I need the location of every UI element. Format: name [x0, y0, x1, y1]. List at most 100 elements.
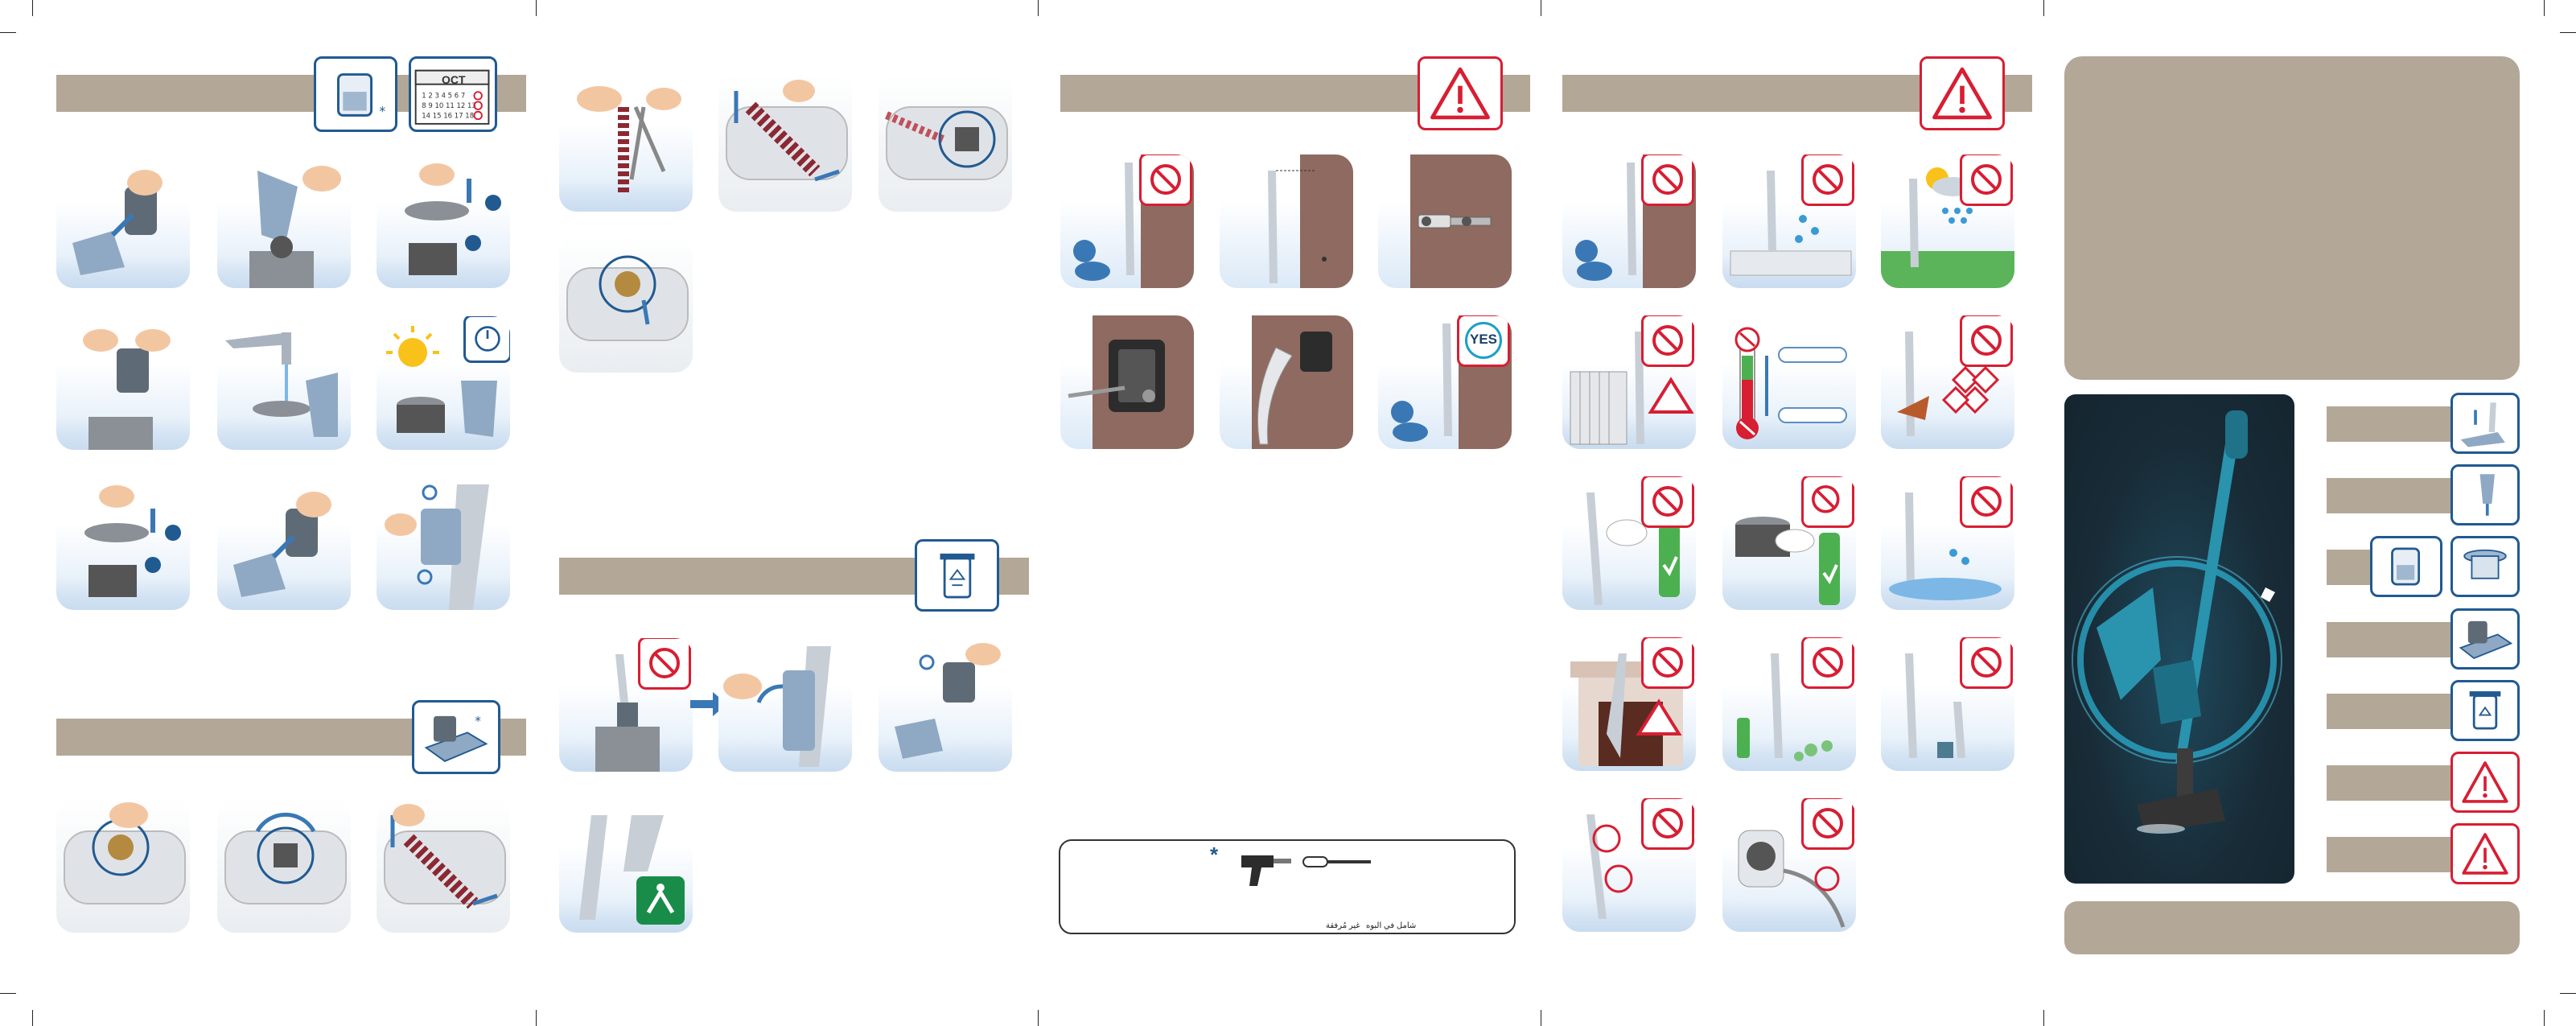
warning-tile-correct-mount: YES [1378, 315, 1512, 449]
crop-mark [2043, 1010, 2044, 1026]
yes-badge-icon: YES [1457, 315, 1510, 367]
recycle-point-icon [636, 876, 685, 925]
prohibited-icon [1641, 637, 1694, 689]
brush-head-icon [2450, 608, 2520, 670]
floor-head-icon: * [412, 700, 500, 774]
step-tile-separate-parts [879, 638, 1012, 772]
crop-mark [536, 1010, 537, 1026]
hazard-tile-children [1562, 155, 1696, 288]
step-tile-refit-filter [56, 476, 190, 610]
step-tile-rinse-filter [217, 316, 351, 450]
step-tile-open-head [217, 799, 351, 933]
hazard-tile-radiator-heat [1562, 315, 1696, 449]
warning-legend-icon [2450, 752, 2520, 813]
crop-mark [2560, 993, 2576, 994]
prohibited-icon [1960, 476, 2013, 528]
prohibited-icon [1641, 476, 1694, 528]
filter-icon [2450, 536, 2520, 597]
prohibited-icon [1801, 637, 1854, 689]
prohibited-icon [1139, 155, 1192, 206]
svg-text:8 9 10 11 12 13: 8 9 10 11 12 13 [422, 102, 476, 110]
handheld-icon [2450, 464, 2520, 525]
prohibited-icon [1641, 155, 1694, 206]
warning-tile-screw-bracket [1060, 315, 1194, 449]
legend-band-recycle [2327, 694, 2451, 729]
notice-asterisk: * [1210, 843, 1219, 867]
crop-mark [32, 1010, 33, 1026]
yes-label: YES [1469, 332, 1498, 347]
drill-icon [1241, 855, 1291, 886]
step-tile-reinsert-bin [217, 476, 351, 610]
prohibited-icon [1960, 155, 2013, 206]
legend-band-handheld [2327, 478, 2451, 513]
hazard-tile-glass-sharp [1722, 637, 1856, 771]
legend-band-brush-cleaning [2327, 622, 2451, 657]
crop-mark [2544, 0, 2545, 16]
crop-mark [1038, 0, 1039, 16]
step-tile-attach-bin [377, 476, 510, 610]
usage-vacuum-icon [2450, 393, 2520, 454]
step-tile-dry-filter [377, 316, 510, 450]
legend-band-usage [2327, 406, 2451, 442]
warning-tile-hang-dock [1220, 315, 1353, 449]
crop-mark [1038, 1010, 1039, 1026]
step-tile-insert-brush [718, 75, 852, 212]
prohibited-icon [1641, 315, 1694, 367]
dust-bin-icon: * [314, 56, 397, 132]
warning-icon [1418, 56, 1503, 130]
recycle-bin-icon [915, 539, 999, 612]
step-tile-cut-hair [559, 75, 693, 212]
legend-band-maintenance [2327, 550, 2372, 585]
legend-band-warning-2 [2327, 837, 2451, 872]
warning-tile-child-reach [1060, 155, 1194, 288]
hazard-tile-cord-damage [1562, 798, 1696, 932]
arrow-right-icon [690, 692, 727, 716]
step-tile-tip-bin [217, 155, 351, 288]
prohibited-icon [1641, 798, 1694, 850]
step-tile-empty-bin [56, 155, 190, 288]
svg-text:14 15 16 17 18: 14 15 16 17 18 [422, 112, 474, 120]
hazard-tile-fireplace-ash [1562, 637, 1696, 771]
calendar-month-label: OCT [442, 73, 466, 86]
hazard-tile-bathroom-water [1722, 155, 1856, 288]
step-tile-unlock-brush [56, 799, 190, 933]
svg-text:*: * [379, 103, 385, 118]
prohibited-icon [1801, 155, 1854, 206]
notice-box: * شامل في البوه غير مُرفقة [1059, 839, 1516, 934]
crop-mark [536, 0, 537, 16]
hazard-tile-spray-unit [1562, 476, 1696, 610]
recycle-bin-legend-icon [2450, 680, 2520, 741]
screwdriver-icon [1302, 856, 1371, 867]
step-tile-recycle-battery [559, 799, 693, 933]
prohibited-icon [638, 638, 691, 690]
prohibited-icon [1801, 476, 1854, 528]
crop-mark [32, 0, 33, 16]
warning-tile-mount-height [1220, 155, 1353, 288]
product-image [2064, 394, 2294, 884]
crop-mark [0, 993, 16, 994]
crop-mark [2043, 0, 2044, 16]
warning-legend-icon [2450, 823, 2520, 884]
hazard-tile-charger-damage [1722, 798, 1856, 932]
step-tile-remove-filter [377, 155, 510, 288]
notice-note-right: شامل في البوه [1366, 921, 1417, 930]
hazard-tile-chemicals [1881, 315, 2014, 449]
cover-title-panel [2064, 56, 2520, 380]
warning-icon [1920, 56, 2005, 130]
hazard-tile-liquids [1881, 476, 2014, 610]
step-tile-remove-battery [718, 638, 852, 772]
svg-text:1 2 3 4 5 6 7: 1 2 3 4 5 6 7 [422, 93, 465, 101]
step-tile-empty-before-recycle [559, 638, 693, 772]
crop-mark [2544, 1010, 2545, 1026]
step-tile-tap-filter [56, 316, 190, 450]
prohibited-icon [1960, 637, 2013, 689]
cover-footer-panel [2064, 901, 2520, 954]
step-tile-lock-brush [559, 236, 693, 373]
svg-text:*: * [475, 714, 481, 728]
step-tile-close-head [879, 75, 1012, 212]
crop-mark [0, 32, 16, 33]
prohibited-icon [1960, 315, 2013, 367]
clock-icon [463, 316, 510, 363]
crop-mark [2560, 32, 2576, 33]
